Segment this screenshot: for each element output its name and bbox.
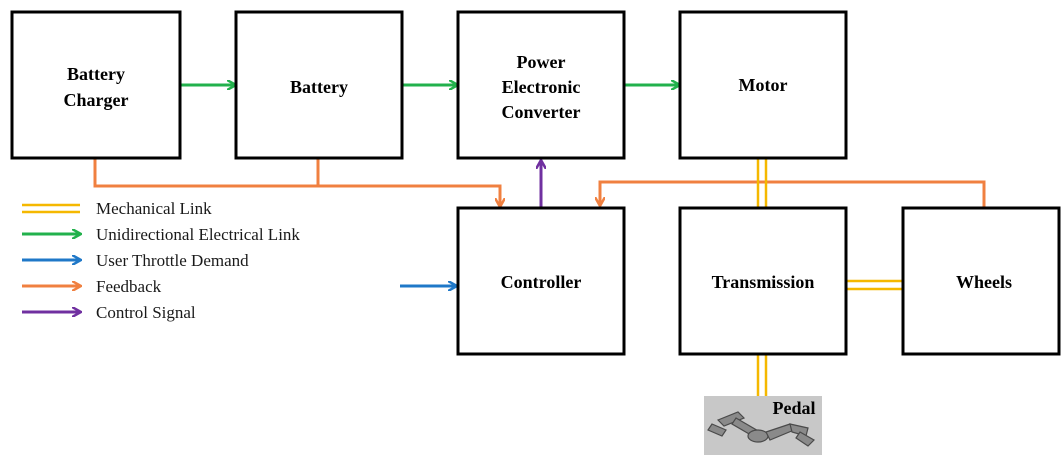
controller-block: Controller [456, 206, 626, 356]
battery-block: Battery [234, 10, 404, 160]
legend-item-control-signal: Control Signal [22, 303, 196, 322]
legend-label: Feedback [96, 277, 162, 296]
transmission-block: Transmission [678, 206, 848, 356]
motor-block: Motor [678, 10, 848, 160]
transmission-label: Transmission [712, 272, 815, 292]
mechanical-link-transmission-to-pedal [756, 355, 768, 396]
legend-label: Mechanical Link [96, 199, 212, 218]
feedback-link-wheels-to-controller [600, 180, 986, 207]
pedal-image: Pedal [704, 396, 822, 455]
legend-item-throttle-demand: User Throttle Demand [22, 251, 249, 270]
legend-label: User Throttle Demand [96, 251, 249, 270]
motor-label: Motor [739, 75, 788, 95]
legend-item-feedback: Feedback [22, 277, 162, 296]
converter-label-line1: Power [517, 52, 566, 72]
legend-label: Control Signal [96, 303, 196, 322]
pedal-label: Pedal [773, 398, 816, 418]
power-electronic-converter-block: Power Electronic Converter [456, 10, 626, 160]
legend-item-mechanical-link: Mechanical Link [22, 199, 212, 218]
pedal-icon [707, 411, 815, 447]
converter-label-line3: Converter [502, 102, 581, 122]
wheels-block: Wheels [901, 206, 1061, 356]
mechanical-link-motor-to-transmission [756, 158, 768, 207]
battery-charger-label-line1: Battery [67, 64, 125, 84]
feedback-link-charger-battery-to-controller [93, 158, 500, 206]
legend-item-electrical-link: Unidirectional Electrical Link [22, 225, 300, 244]
legend-label: Unidirectional Electrical Link [96, 225, 300, 244]
battery-label: Battery [290, 77, 348, 97]
wheels-label: Wheels [956, 272, 1012, 292]
battery-charger-label-line2: Charger [64, 90, 129, 110]
mechanical-link-transmission-to-wheels [846, 279, 902, 291]
controller-label: Controller [501, 272, 582, 292]
converter-label-line2: Electronic [502, 77, 581, 97]
battery-charger-block: Battery Charger [10, 10, 182, 160]
legend: Mechanical Link Unidirectional Electrica… [22, 199, 300, 322]
